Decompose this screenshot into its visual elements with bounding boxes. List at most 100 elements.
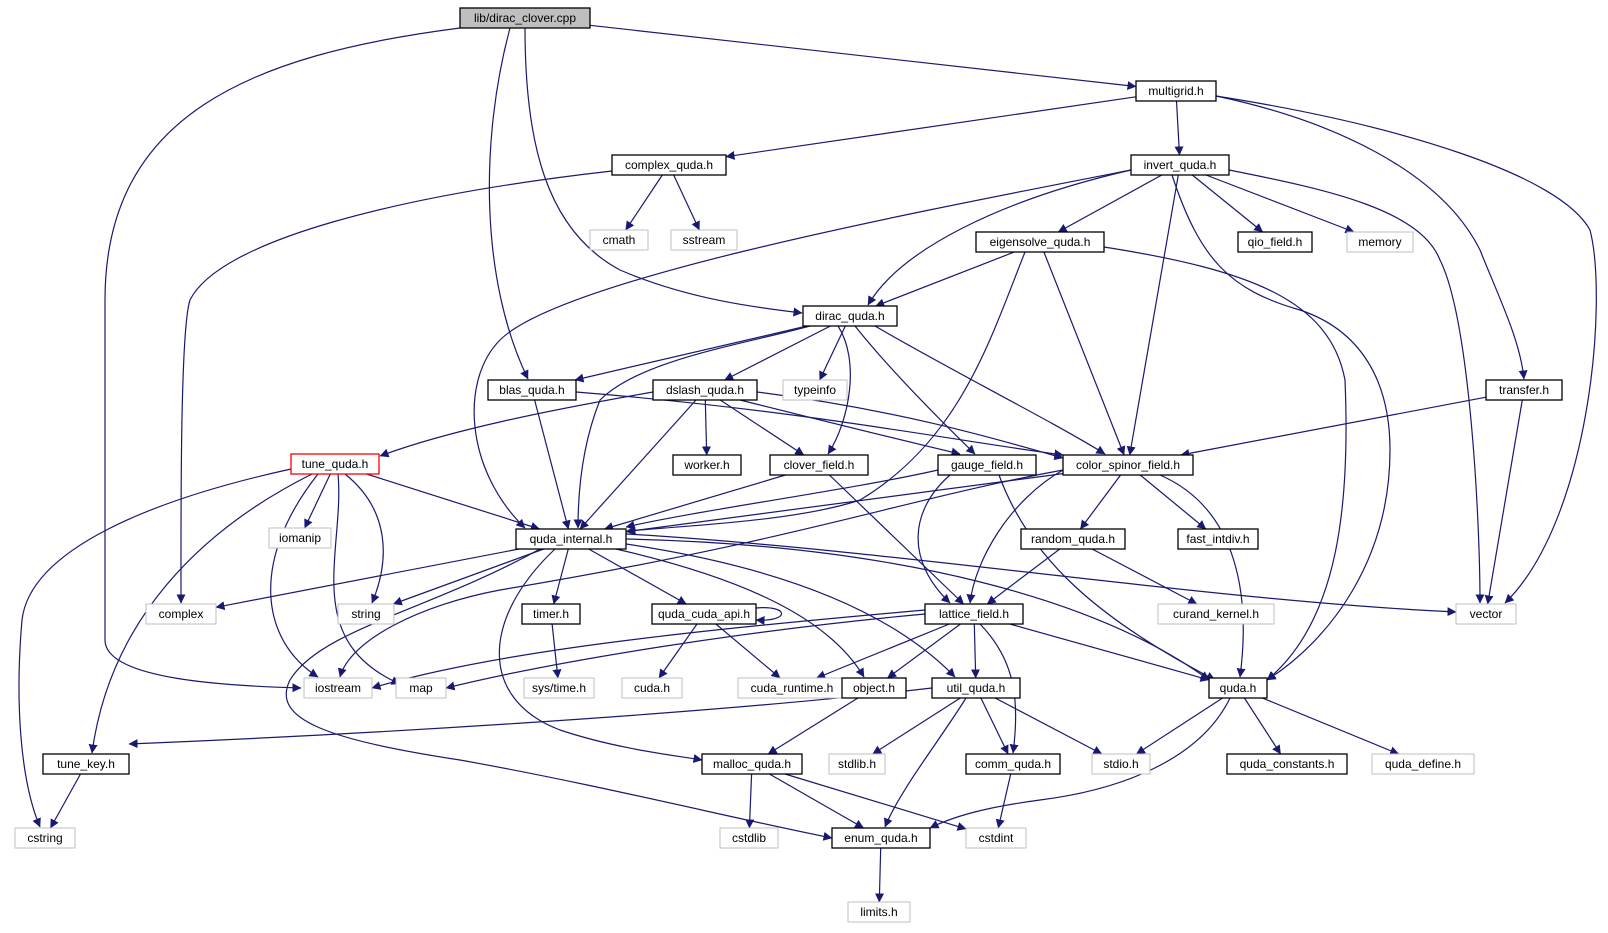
node-label: random_quda.h — [1031, 532, 1115, 546]
edge-quda-internal-h-to-string — [392, 548, 544, 606]
node-box — [1130, 154, 1230, 176]
edge-multigrid-h-to-complex-quda-h — [725, 96, 1137, 160]
node-label: quda_cuda_api.h — [658, 607, 750, 621]
node-typeinfo: typeinfo — [782, 379, 848, 401]
node-label: iostream — [315, 681, 361, 695]
node-label: limits.h — [860, 905, 897, 919]
node-label: lattice_field.h — [939, 607, 1009, 621]
node-quda-h[interactable]: quda.h — [1208, 677, 1268, 699]
node-dirac-quda-h[interactable]: dirac_quda.h — [802, 305, 898, 327]
node-multigrid-h[interactable]: multigrid.h — [1135, 80, 1217, 102]
edge-quda-internal-h-to-timer-h — [551, 548, 569, 605]
node-object-h[interactable]: object.h — [841, 677, 907, 699]
edge-dirac-clover-cpp-to-blas-quda-h — [488, 27, 529, 380]
node-color-spinor-field-h[interactable]: color_spinor_field.h — [1062, 454, 1194, 476]
node-qio-field-h[interactable]: qio_field.h — [1237, 231, 1313, 253]
node-complex: complex — [145, 603, 217, 625]
node-box — [1135, 80, 1217, 102]
node-label: malloc_quda.h — [713, 757, 791, 771]
node-label: complex_quda.h — [625, 158, 713, 172]
node-label: vector — [1470, 607, 1503, 621]
node-malloc-quda-h[interactable]: malloc_quda.h — [701, 753, 803, 775]
node-sstream: sstream — [670, 229, 738, 251]
node-label: timer.h — [533, 607, 569, 621]
node-timer-h[interactable]: timer.h — [521, 603, 581, 625]
node-quda-internal-h[interactable]: quda_internal.h — [515, 528, 627, 550]
node-worker-h[interactable]: worker.h — [672, 454, 742, 476]
node-box — [523, 677, 595, 699]
node-quda-cuda-api-h[interactable]: quda_cuda_api.h — [651, 603, 757, 625]
node-comm-quda-h[interactable]: comm_quda.h — [965, 753, 1061, 775]
node-eigensolve-quda-h[interactable]: eigensolve_quda.h — [975, 231, 1105, 253]
node-tune-quda-h[interactable]: tune_quda.h — [290, 453, 380, 475]
node-enum-quda-h[interactable]: enum_quda.h — [831, 827, 931, 849]
node-label: string — [351, 607, 380, 621]
edge-quda-h-to-enum-quda-h — [929, 697, 1231, 829]
node-box — [515, 528, 627, 550]
node-label: util_quda.h — [947, 681, 1006, 695]
edge-complex-quda-h-to-cmath — [625, 174, 663, 231]
edge-gauge-field-h-to-lattice-field-h — [917, 474, 951, 604]
node-gauge-field-h[interactable]: gauge_field.h — [937, 454, 1037, 476]
edge-object-h-to-malloc-quda-h — [767, 697, 859, 755]
node-dirac-clover-cpp[interactable]: lib/dirac_clover.cpp — [459, 7, 591, 29]
edge-invert-quda-h-to-vector — [1228, 169, 1485, 604]
node-util-quda-h[interactable]: util_quda.h — [931, 677, 1021, 699]
node-box — [652, 379, 758, 401]
edge-util-quda-h-to-tune-key-h — [128, 687, 933, 749]
node-random-quda-h[interactable]: random_quda.h — [1020, 528, 1126, 550]
edge-dslash-quda-h-to-clover-field-h — [719, 399, 805, 456]
node-label: color_spinor_field.h — [1076, 458, 1180, 472]
node-lattice-field-h[interactable]: lattice_field.h — [924, 603, 1024, 625]
edge-lattice-field-h-to-object-h — [887, 623, 961, 679]
node-label: map — [409, 681, 433, 695]
edge-eigensolve-quda-h-to-quda-h — [1103, 246, 1347, 681]
node-label: memory — [1358, 235, 1401, 249]
edge-dirac-quda-h-to-quda-internal-h — [573, 325, 811, 529]
node-box — [1346, 231, 1414, 253]
node-quda-constants-h[interactable]: quda_constants.h — [1226, 753, 1348, 775]
node-complex-quda-h[interactable]: complex_quda.h — [611, 154, 727, 176]
edge-dirac-quda-h-to-typeinfo — [819, 325, 846, 381]
node-cuda-runtime-h: cuda_runtime.h — [737, 677, 847, 699]
edge-quda-cuda-api-h-to-quda-cuda-api-h — [755, 607, 783, 625]
node-label: object.h — [853, 681, 895, 695]
edge-gauge-field-h-to-quda-internal-h — [625, 469, 939, 530]
node-label: blas_quda.h — [499, 383, 564, 397]
node-label: cmath — [603, 233, 636, 247]
node-label: tune_quda.h — [302, 457, 369, 471]
edge-multigrid-h-to-vector — [1215, 95, 1597, 604]
edge-dirac-clover-cpp-to-dirac-quda-h — [524, 27, 803, 317]
node-label: quda_internal.h — [530, 532, 613, 546]
node-label: stdio.h — [1103, 757, 1138, 771]
node-fast-intdiv-h[interactable]: fast_intdiv.h — [1177, 528, 1259, 550]
node-box — [828, 753, 886, 775]
node-iomanip: iomanip — [268, 527, 332, 549]
node-label: stdlib.h — [838, 757, 876, 771]
node-box — [521, 603, 581, 625]
node-stdio-h: stdio.h — [1091, 753, 1151, 775]
edge-color-spinor-field-h-to-quda-internal-h — [625, 473, 1064, 536]
node-transfer-h[interactable]: transfer.h — [1485, 379, 1563, 401]
node-blas-quda-h[interactable]: blas_quda.h — [487, 379, 577, 401]
edge-invert-quda-h-to-eigensolve-quda-h — [1057, 174, 1163, 233]
node-tune-key-h[interactable]: tune_key.h — [42, 753, 130, 775]
node-cuda-h: cuda.h — [621, 677, 683, 699]
node-clover-field-h[interactable]: clover_field.h — [769, 454, 869, 476]
edge-transfer-h-to-vector — [1484, 399, 1523, 605]
node-dslash-quda-h[interactable]: dslash_quda.h — [652, 379, 758, 401]
edge-multigrid-h-to-invert-quda-h — [1174, 100, 1184, 156]
node-invert-quda-h[interactable]: invert_quda.h — [1130, 154, 1230, 176]
node-label: lib/dirac_clover.cpp — [474, 11, 576, 25]
node-box — [303, 677, 373, 699]
edge-color-spinor-field-h-to-quda-h — [1159, 474, 1246, 678]
edge-blas-quda-h-to-quda-internal-h — [534, 399, 571, 530]
node-box — [1208, 677, 1268, 699]
node-label: dslash_quda.h — [666, 383, 744, 397]
edge-invert-quda-h-to-color-spinor-field-h — [1126, 174, 1179, 456]
node-box — [719, 827, 779, 849]
edge-tune-quda-h-to-quda-internal-h — [366, 473, 540, 531]
edge-tune-quda-h-to-tune-key-h — [88, 473, 313, 754]
edge-lattice-field-h-to-util-quda-h — [970, 623, 980, 679]
node-label: cstring — [27, 831, 62, 845]
